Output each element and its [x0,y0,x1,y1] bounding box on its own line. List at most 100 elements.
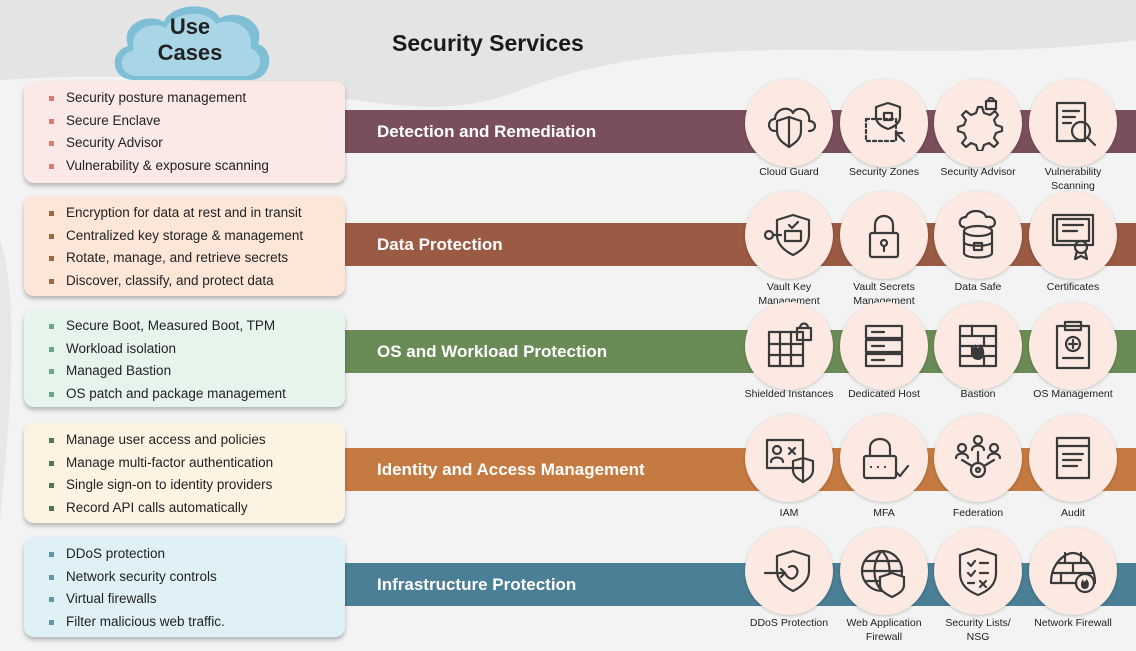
service-circle [745,79,833,167]
band-label: Data Protection [377,234,503,254]
band-label: Detection and Remediation [377,121,597,141]
service-label-line2: Firewall [865,631,903,643]
shield-checklist-icon [958,547,998,597]
use-case-item: Network security controls [24,566,345,589]
service-label-line1: Cloud Guard [759,166,819,178]
service-circle [934,302,1022,390]
service-circle [1029,527,1117,615]
service-label: IAM [734,506,844,520]
use-cases-title-line2: Cases [157,40,223,65]
service-circle [840,191,928,279]
service-label-line2: NSG [966,631,990,643]
band-label: Identity and Access Management [377,459,645,479]
service-label-line1: Network Firewall [1034,617,1112,629]
document-magnifier-icon [1055,101,1097,147]
use-case-item: Manage user access and policies [24,429,345,452]
service-label: Security Zones [829,165,939,179]
service-label-line1: Dedicated Host [848,388,920,400]
service-label: MFA [829,506,939,520]
service-circle [745,527,833,615]
service-label: Federation [923,506,1033,520]
service-circle [934,527,1022,615]
page-title: Security Services [392,30,584,56]
service-label: Data Safe [923,280,1033,294]
service-label: Security Advisor [923,165,1033,179]
service-label: Bastion [923,387,1033,401]
service-label-line1: Security Lists/ [945,617,1011,629]
use-cases-title-line1: Use [169,14,211,39]
id-card-shield-icon [765,438,815,484]
service-label-line1: DDoS Protection [749,617,829,629]
service-label-line2: Scanning [1051,180,1095,192]
lock-check-icon [862,437,910,480]
service-label-line1: Federation [952,507,1004,519]
band-label: Infrastructure Protection [377,574,577,594]
service-label: Security Lists/NSG [923,616,1033,644]
service-circle [840,302,928,390]
service-label-line1: Security Advisor [940,166,1016,178]
use-case-item: Encryption for data at rest and in trans… [24,202,345,225]
cloud-shield-icon [767,107,817,149]
band-label: OS and Workload Protection [377,341,608,361]
use-case-item: Vulnerability & exposure scanning [24,155,345,178]
service-circle [745,302,833,390]
key-shield-icon [763,213,811,257]
service-label-line1: Bastion [960,388,996,400]
service-circle [1029,414,1117,502]
use-case-item: Centralized key storage & management [24,225,345,248]
service-circle [1029,191,1117,279]
use-case-item: Filter malicious web traffic. [24,611,345,634]
service-circle [745,191,833,279]
use-case-item: Rotate, manage, and retrieve secrets [24,247,345,270]
globe-shield-icon [860,549,906,599]
service-label: Shielded Instances [734,387,844,401]
use-case-item: Virtual firewalls [24,588,345,611]
log-document-icon [1055,436,1091,480]
service-label: Certificates [1018,280,1128,294]
use-case-item: OS patch and package management [24,383,345,406]
service-label-line1: OS Management [1033,388,1113,400]
service-label-line1: Certificates [1046,281,1100,293]
service-label: Audit [1018,506,1128,520]
service-label-line1: MFA [873,507,895,519]
service-label-line1: Vault Key [766,281,812,293]
server-icon [864,324,904,368]
service-label: Dedicated Host [829,387,939,401]
shield-arrow-icon [763,549,811,593]
certificate-icon [1051,213,1095,261]
use-case-item: Manage multi-factor authentication [24,452,345,475]
use-case-item: Security posture management [24,87,345,110]
grid-lock-icon [767,322,813,368]
service-circle [1029,302,1117,390]
padlock-icon [868,214,900,259]
use-case-item: Secure Boot, Measured Boot, TPM [24,315,345,338]
service-label-line1: Security Zones [848,166,920,178]
service-label: Cloud Guard [734,165,844,179]
use-case-item: Single sign-on to identity providers [24,474,345,497]
service-label-line1: Shielded Instances [744,388,834,400]
database-cloud-icon [958,209,996,259]
service-label-line1: Data Safe [954,281,1002,293]
use-case-item: Managed Bastion [24,360,345,383]
service-circle [745,414,833,502]
use-case-item: DDoS protection [24,543,345,566]
gear-lock-icon [956,96,1004,151]
use-case-box-1: Encryption for data at rest and in trans… [24,196,345,296]
service-circle [934,79,1022,167]
people-gear-icon [954,434,1002,479]
service-circle [1029,79,1117,167]
service-label-line1: Audit [1061,507,1085,519]
use-cases-title: Use Cases [106,14,274,66]
service-circle [934,414,1022,502]
service-circle [840,79,928,167]
use-case-item: Secure Enclave [24,110,345,133]
use-case-item: Record API calls automatically [24,497,345,520]
service-label-line1: Vault Secrets [853,281,915,293]
use-case-item: Discover, classify, and protect data [24,270,345,293]
